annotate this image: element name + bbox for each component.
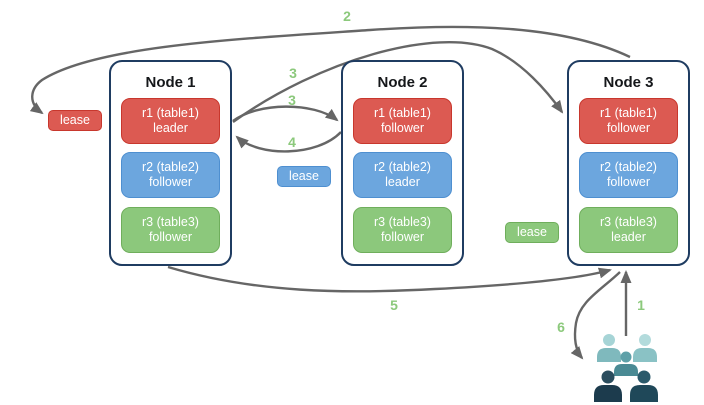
- node-3-title: Node 3: [603, 74, 654, 91]
- step-label-5: 5: [390, 297, 398, 313]
- replica-range: r2 (table2): [600, 160, 657, 174]
- replica-role: follower: [380, 230, 425, 244]
- replica-role: leader: [153, 121, 188, 135]
- replica-range: r1 (table1): [600, 106, 657, 120]
- node-2-title: Node 2: [377, 74, 428, 91]
- replica-role: follower: [606, 175, 651, 189]
- node-1-replica-r3: r3 (table3) follower: [121, 207, 220, 253]
- replica-range: r1 (table1): [374, 106, 431, 120]
- lease-badge-r1: lease: [48, 110, 102, 131]
- replica-range: r3 (table3): [142, 215, 199, 229]
- node-2-replica-r1: r1 (table1) follower: [353, 98, 452, 144]
- replica-role: leader: [385, 175, 420, 189]
- step-label-3b: 3: [288, 92, 296, 108]
- user-back-right: [633, 334, 657, 362]
- arrow-step6-node3-to-client: [570, 271, 621, 360]
- user-front-left: [594, 370, 622, 402]
- node-2-replica-r3: r3 (table3) follower: [353, 207, 452, 253]
- node-1-title: Node 1: [145, 74, 196, 91]
- replica-role: follower: [148, 175, 193, 189]
- arrow-step3-leader-to-node3-follower: [232, 41, 564, 123]
- step-label-4: 4: [288, 134, 296, 150]
- arrow-step2-gateway-to-leaseholder: [29, 25, 631, 115]
- replica-range: r1 (table1): [142, 106, 199, 120]
- node-3-replica-r1: r1 (table1) follower: [579, 98, 678, 144]
- lease-badge-r2: lease: [277, 166, 331, 187]
- arrow-step5-node1-to-node3: [167, 265, 612, 293]
- user-middle: [614, 351, 638, 376]
- replica-role: follower: [380, 121, 425, 135]
- step-label-2: 2: [343, 8, 351, 24]
- user-front-right: [630, 370, 658, 402]
- step-label-3a: 3: [289, 65, 297, 81]
- arrow-step3-leader-to-node2-follower: [232, 105, 339, 122]
- node-2: Node 2 r1 (table1) follower r2 (table2) …: [341, 60, 464, 266]
- arrow-step4-node2-follower-to-leader: [235, 131, 342, 153]
- lease-badge-r3: lease: [505, 222, 559, 243]
- step-label-6: 6: [557, 319, 565, 335]
- replica-role: follower: [148, 230, 193, 244]
- step-label-1: 1: [637, 297, 645, 313]
- user-back-left: [597, 334, 621, 362]
- node-2-replica-r2: r2 (table2) leader: [353, 152, 452, 198]
- replica-role: follower: [606, 121, 651, 135]
- replica-range: r2 (table2): [374, 160, 431, 174]
- node-3: Node 3 r1 (table1) follower r2 (table2) …: [567, 60, 690, 266]
- replica-range: r3 (table3): [374, 215, 431, 229]
- node-1-replica-r1: r1 (table1) leader: [121, 98, 220, 144]
- node-3-replica-r3: r3 (table3) leader: [579, 207, 678, 253]
- node-3-replica-r2: r2 (table2) follower: [579, 152, 678, 198]
- replica-range: r3 (table3): [600, 215, 657, 229]
- node-1-replica-r2: r2 (table2) follower: [121, 152, 220, 198]
- node-1: Node 1 r1 (table1) leader r2 (table2) fo…: [109, 60, 232, 266]
- replica-range: r2 (table2): [142, 160, 199, 174]
- replica-role: leader: [611, 230, 646, 244]
